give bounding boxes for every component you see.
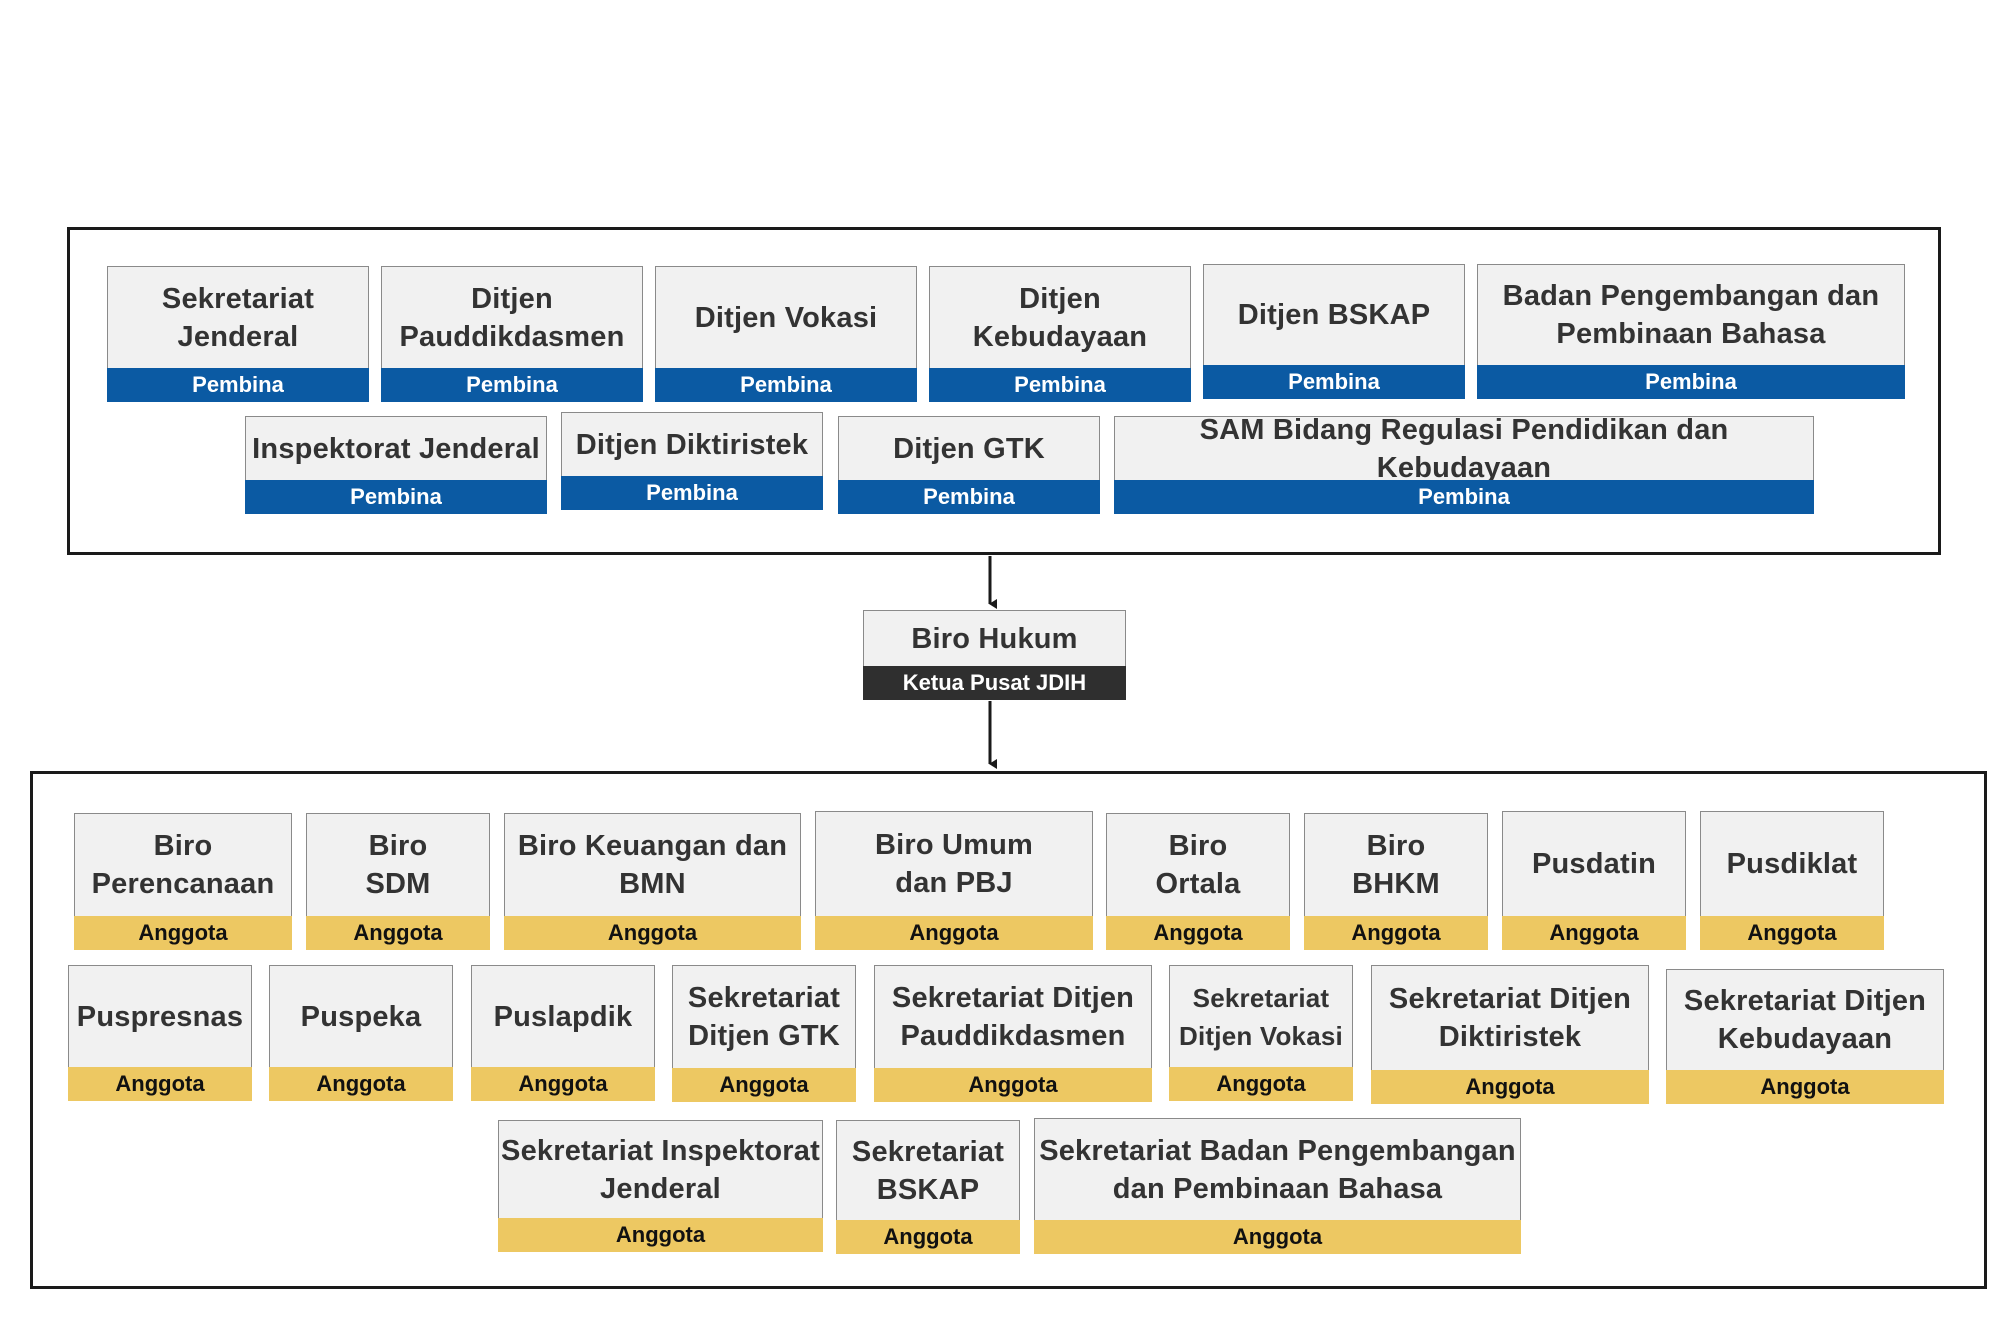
node-label: Ditjen Vokasi (655, 266, 917, 368)
role-badge-anggota: Anggota (1502, 916, 1686, 950)
node-sekretariat-ditjen-kebudayaan: Sekretariat Ditjen Kebudayaan Anggota (1666, 969, 1944, 1104)
role-badge-anggota: Anggota (874, 1068, 1152, 1102)
node-label: Sekretariat BSKAP (836, 1120, 1020, 1220)
role-badge-pembina: Pembina (655, 368, 917, 402)
node-label: Sekretariat Inspektorat Jenderal (498, 1120, 823, 1218)
role-badge-anggota: Anggota (504, 916, 801, 950)
node-ditjen-diktiristek: Ditjen Diktiristek Pembina (561, 412, 823, 510)
role-badge-anggota: Anggota (1371, 1070, 1649, 1104)
node-sekretariat-jenderal: Sekretariat Jenderal Pembina (107, 266, 369, 402)
role-badge-anggota: Anggota (498, 1218, 823, 1252)
node-label: SAM Bidang Regulasi Pendidikan dan Kebud… (1114, 416, 1814, 480)
role-badge-anggota: Anggota (68, 1067, 252, 1101)
role-badge-pembina: Pembina (929, 368, 1191, 402)
node-biro-sdm: Biro SDM Anggota (306, 813, 490, 950)
role-badge-anggota: Anggota (1169, 1067, 1353, 1101)
node-label: Biro Perencanaan (74, 813, 292, 916)
node-label: Sekretariat Jenderal (107, 266, 369, 368)
node-inspektorat-jenderal: Inspektorat Jenderal Pembina (245, 416, 547, 514)
role-badge-anggota: Anggota (836, 1220, 1020, 1254)
role-badge-anggota: Anggota (1666, 1070, 1944, 1104)
node-label: Puspresnas (68, 965, 252, 1067)
node-puslapdik: Puslapdik Anggota (471, 965, 655, 1101)
node-label: Biro Hukum (863, 610, 1126, 666)
node-ditjen-vokasi: Ditjen Vokasi Pembina (655, 266, 917, 402)
role-badge-anggota: Anggota (672, 1068, 856, 1102)
node-label: Sekretariat Ditjen Pauddikdasmen (874, 965, 1152, 1068)
role-badge-anggota: Anggota (269, 1067, 453, 1101)
node-sekretariat-ditjen-gtk: Sekretariat Ditjen GTK Anggota (672, 965, 856, 1102)
node-label: Ditjen Kebudayaan (929, 266, 1191, 368)
node-label: Sekretariat Ditjen Diktiristek (1371, 965, 1649, 1070)
node-sekretariat-bskap: Sekretariat BSKAP Anggota (836, 1120, 1020, 1254)
node-ditjen-bskap: Ditjen BSKAP Pembina (1203, 264, 1465, 399)
node-label: Biro BHKM (1304, 813, 1488, 916)
node-ditjen-gtk: Ditjen GTK Pembina (838, 416, 1100, 514)
role-badge-anggota: Anggota (74, 916, 292, 950)
role-badge-anggota: Anggota (815, 916, 1093, 950)
node-biro-bhkm: Biro BHKM Anggota (1304, 813, 1488, 950)
role-badge-anggota: Anggota (1304, 916, 1488, 950)
node-sekretariat-ditjen-diktiristek: Sekretariat Ditjen Diktiristek Anggota (1371, 965, 1649, 1104)
role-badge-pembina: Pembina (561, 476, 823, 510)
node-sam-bidang-regulasi: SAM Bidang Regulasi Pendidikan dan Kebud… (1114, 416, 1814, 514)
node-label: Ditjen Pauddikdasmen (381, 266, 643, 368)
node-label: Inspektorat Jenderal (245, 416, 547, 480)
node-label: Puspeka (269, 965, 453, 1067)
node-label: Ditjen GTK (838, 416, 1100, 480)
role-badge-anggota: Anggota (1034, 1220, 1521, 1254)
role-badge-anggota: Anggota (471, 1067, 655, 1101)
node-label: Biro Umum dan PBJ (815, 811, 1093, 916)
node-label: Sekretariat Ditjen GTK (672, 965, 856, 1068)
node-biro-ortala: Biro Ortala Anggota (1106, 813, 1290, 950)
node-pusdiklat: Pusdiklat Anggota (1700, 811, 1884, 950)
node-puspresnas: Puspresnas Anggota (68, 965, 252, 1101)
node-label: Badan Pengembangan dan Pembinaan Bahasa (1477, 264, 1905, 365)
role-badge-pembina: Pembina (107, 368, 369, 402)
node-pusdatin: Pusdatin Anggota (1502, 811, 1686, 950)
node-label: Pusdiklat (1700, 811, 1884, 916)
node-label: Puslapdik (471, 965, 655, 1067)
node-label: Biro Ortala (1106, 813, 1290, 916)
node-label: Sekretariat Ditjen Vokasi (1169, 965, 1353, 1067)
role-badge-anggota: Anggota (306, 916, 490, 950)
node-ditjen-kebudayaan: Ditjen Kebudayaan Pembina (929, 266, 1191, 402)
role-badge-pembina: Pembina (1203, 365, 1465, 399)
role-badge-pembina: Pembina (1114, 480, 1814, 514)
node-label: Ditjen Diktiristek (561, 412, 823, 476)
node-ditjen-pauddikdasmen: Ditjen Pauddikdasmen Pembina (381, 266, 643, 402)
node-sekretariat-ditjen-vokasi: Sekretariat Ditjen Vokasi Anggota (1169, 965, 1353, 1101)
role-badge-pembina: Pembina (381, 368, 643, 402)
node-sekretariat-ditjen-pauddikdasmen: Sekretariat Ditjen Pauddikdasmen Anggota (874, 965, 1152, 1102)
node-label: Biro Keuangan dan BMN (504, 813, 801, 916)
node-biro-umum-pbj: Biro Umum dan PBJ Anggota (815, 811, 1093, 950)
role-badge-pembina: Pembina (245, 480, 547, 514)
role-badge-pembina: Pembina (1477, 365, 1905, 399)
node-sekretariat-inspektorat-jenderal: Sekretariat Inspektorat Jenderal Anggota (498, 1120, 823, 1252)
role-badge-ketua: Ketua Pusat JDIH (863, 666, 1126, 700)
node-biro-keuangan-bmn: Biro Keuangan dan BMN Anggota (504, 813, 801, 950)
node-label: Sekretariat Badan Pengembangan dan Pembi… (1034, 1118, 1521, 1220)
role-badge-anggota: Anggota (1700, 916, 1884, 950)
role-badge-anggota: Anggota (1106, 916, 1290, 950)
node-label: Biro SDM (306, 813, 490, 916)
node-biro-perencanaan: Biro Perencanaan Anggota (74, 813, 292, 950)
node-label: Sekretariat Ditjen Kebudayaan (1666, 969, 1944, 1070)
node-label: Pusdatin (1502, 811, 1686, 916)
role-badge-pembina: Pembina (838, 480, 1100, 514)
node-biro-hukum: Biro Hukum Ketua Pusat JDIH (863, 610, 1126, 700)
node-puspeka: Puspeka Anggota (269, 965, 453, 1101)
node-sekretariat-badan-pengembangan-bahasa: Sekretariat Badan Pengembangan dan Pembi… (1034, 1118, 1521, 1254)
node-badan-pengembangan-bahasa: Badan Pengembangan dan Pembinaan Bahasa … (1477, 264, 1905, 399)
node-label: Ditjen BSKAP (1203, 264, 1465, 365)
